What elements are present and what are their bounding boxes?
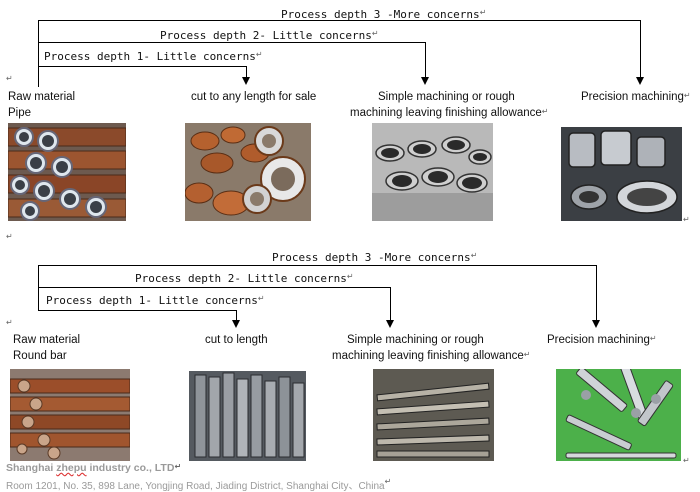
arrow-head-icon xyxy=(232,320,240,328)
depth2-label: Process depth 2- Little concerns↵ xyxy=(160,29,379,42)
rough-machined-photo xyxy=(372,123,493,221)
raw-material-label: Raw material xyxy=(13,334,81,346)
depth3-label: Process depth 3 -More concerns↵ xyxy=(281,8,487,21)
depth2-label: Process depth 2- Little concerns↵ xyxy=(135,272,354,285)
connector-line xyxy=(236,310,237,321)
connector-line xyxy=(38,265,597,266)
cut-pipe-photo xyxy=(185,123,311,221)
arrow-head-icon xyxy=(386,320,394,328)
connector-line xyxy=(38,287,391,288)
arrow-head-icon xyxy=(421,77,429,85)
round-bar-photo xyxy=(10,369,130,461)
simple-machining-label-2: machining leaving finishing allowance↵ xyxy=(332,350,531,362)
connector-line xyxy=(596,265,597,321)
connector-line xyxy=(38,20,39,87)
precision-machined-photo xyxy=(561,127,682,221)
depth3-label: Process depth 3 -More concerns↵ xyxy=(272,251,478,264)
connector-line xyxy=(246,66,247,78)
connector-line xyxy=(38,66,247,67)
depth1-label: Process depth 1- Little concerns↵ xyxy=(46,294,265,307)
company-name: Shanghai zhepu industry co., LTD↵ xyxy=(6,462,182,474)
arrow-head-icon xyxy=(242,77,250,85)
connector-line xyxy=(390,287,391,321)
simple-machining-label-1: Simple machining or rough xyxy=(347,334,484,346)
round-bar-label: Round bar xyxy=(13,350,67,362)
precision-label: Precision machining↵ xyxy=(581,91,691,103)
cut-label: cut to length xyxy=(205,334,268,346)
connector-line xyxy=(38,265,39,311)
cut-label: cut to any length for sale xyxy=(191,91,317,103)
connector-line xyxy=(425,42,426,78)
raw-material-label: Raw material xyxy=(8,91,76,103)
pipe-label: Pipe xyxy=(8,107,32,119)
connector-line xyxy=(38,42,426,43)
simple-machining-label-2: machining leaving finishing allowance↵ xyxy=(350,107,549,119)
arrow-head-icon xyxy=(636,77,644,85)
connector-line xyxy=(640,20,641,78)
depth1-label: Process depth 1- Little concerns↵ xyxy=(44,50,263,63)
pipe-photo xyxy=(8,123,126,221)
simple-machining-label-1: Simple machining or rough xyxy=(378,91,515,103)
precision-shaft-photo xyxy=(556,369,681,461)
precision-label: Precision machining↵ xyxy=(547,334,657,346)
rough-machined-bar-photo xyxy=(373,369,494,461)
connector-line xyxy=(38,20,641,21)
arrow-head-icon xyxy=(592,320,600,328)
company-address: Room 1201, No. 35, 898 Lane, Yongjing Ro… xyxy=(6,477,392,492)
connector-line xyxy=(38,310,237,311)
cut-bar-photo xyxy=(189,371,306,461)
